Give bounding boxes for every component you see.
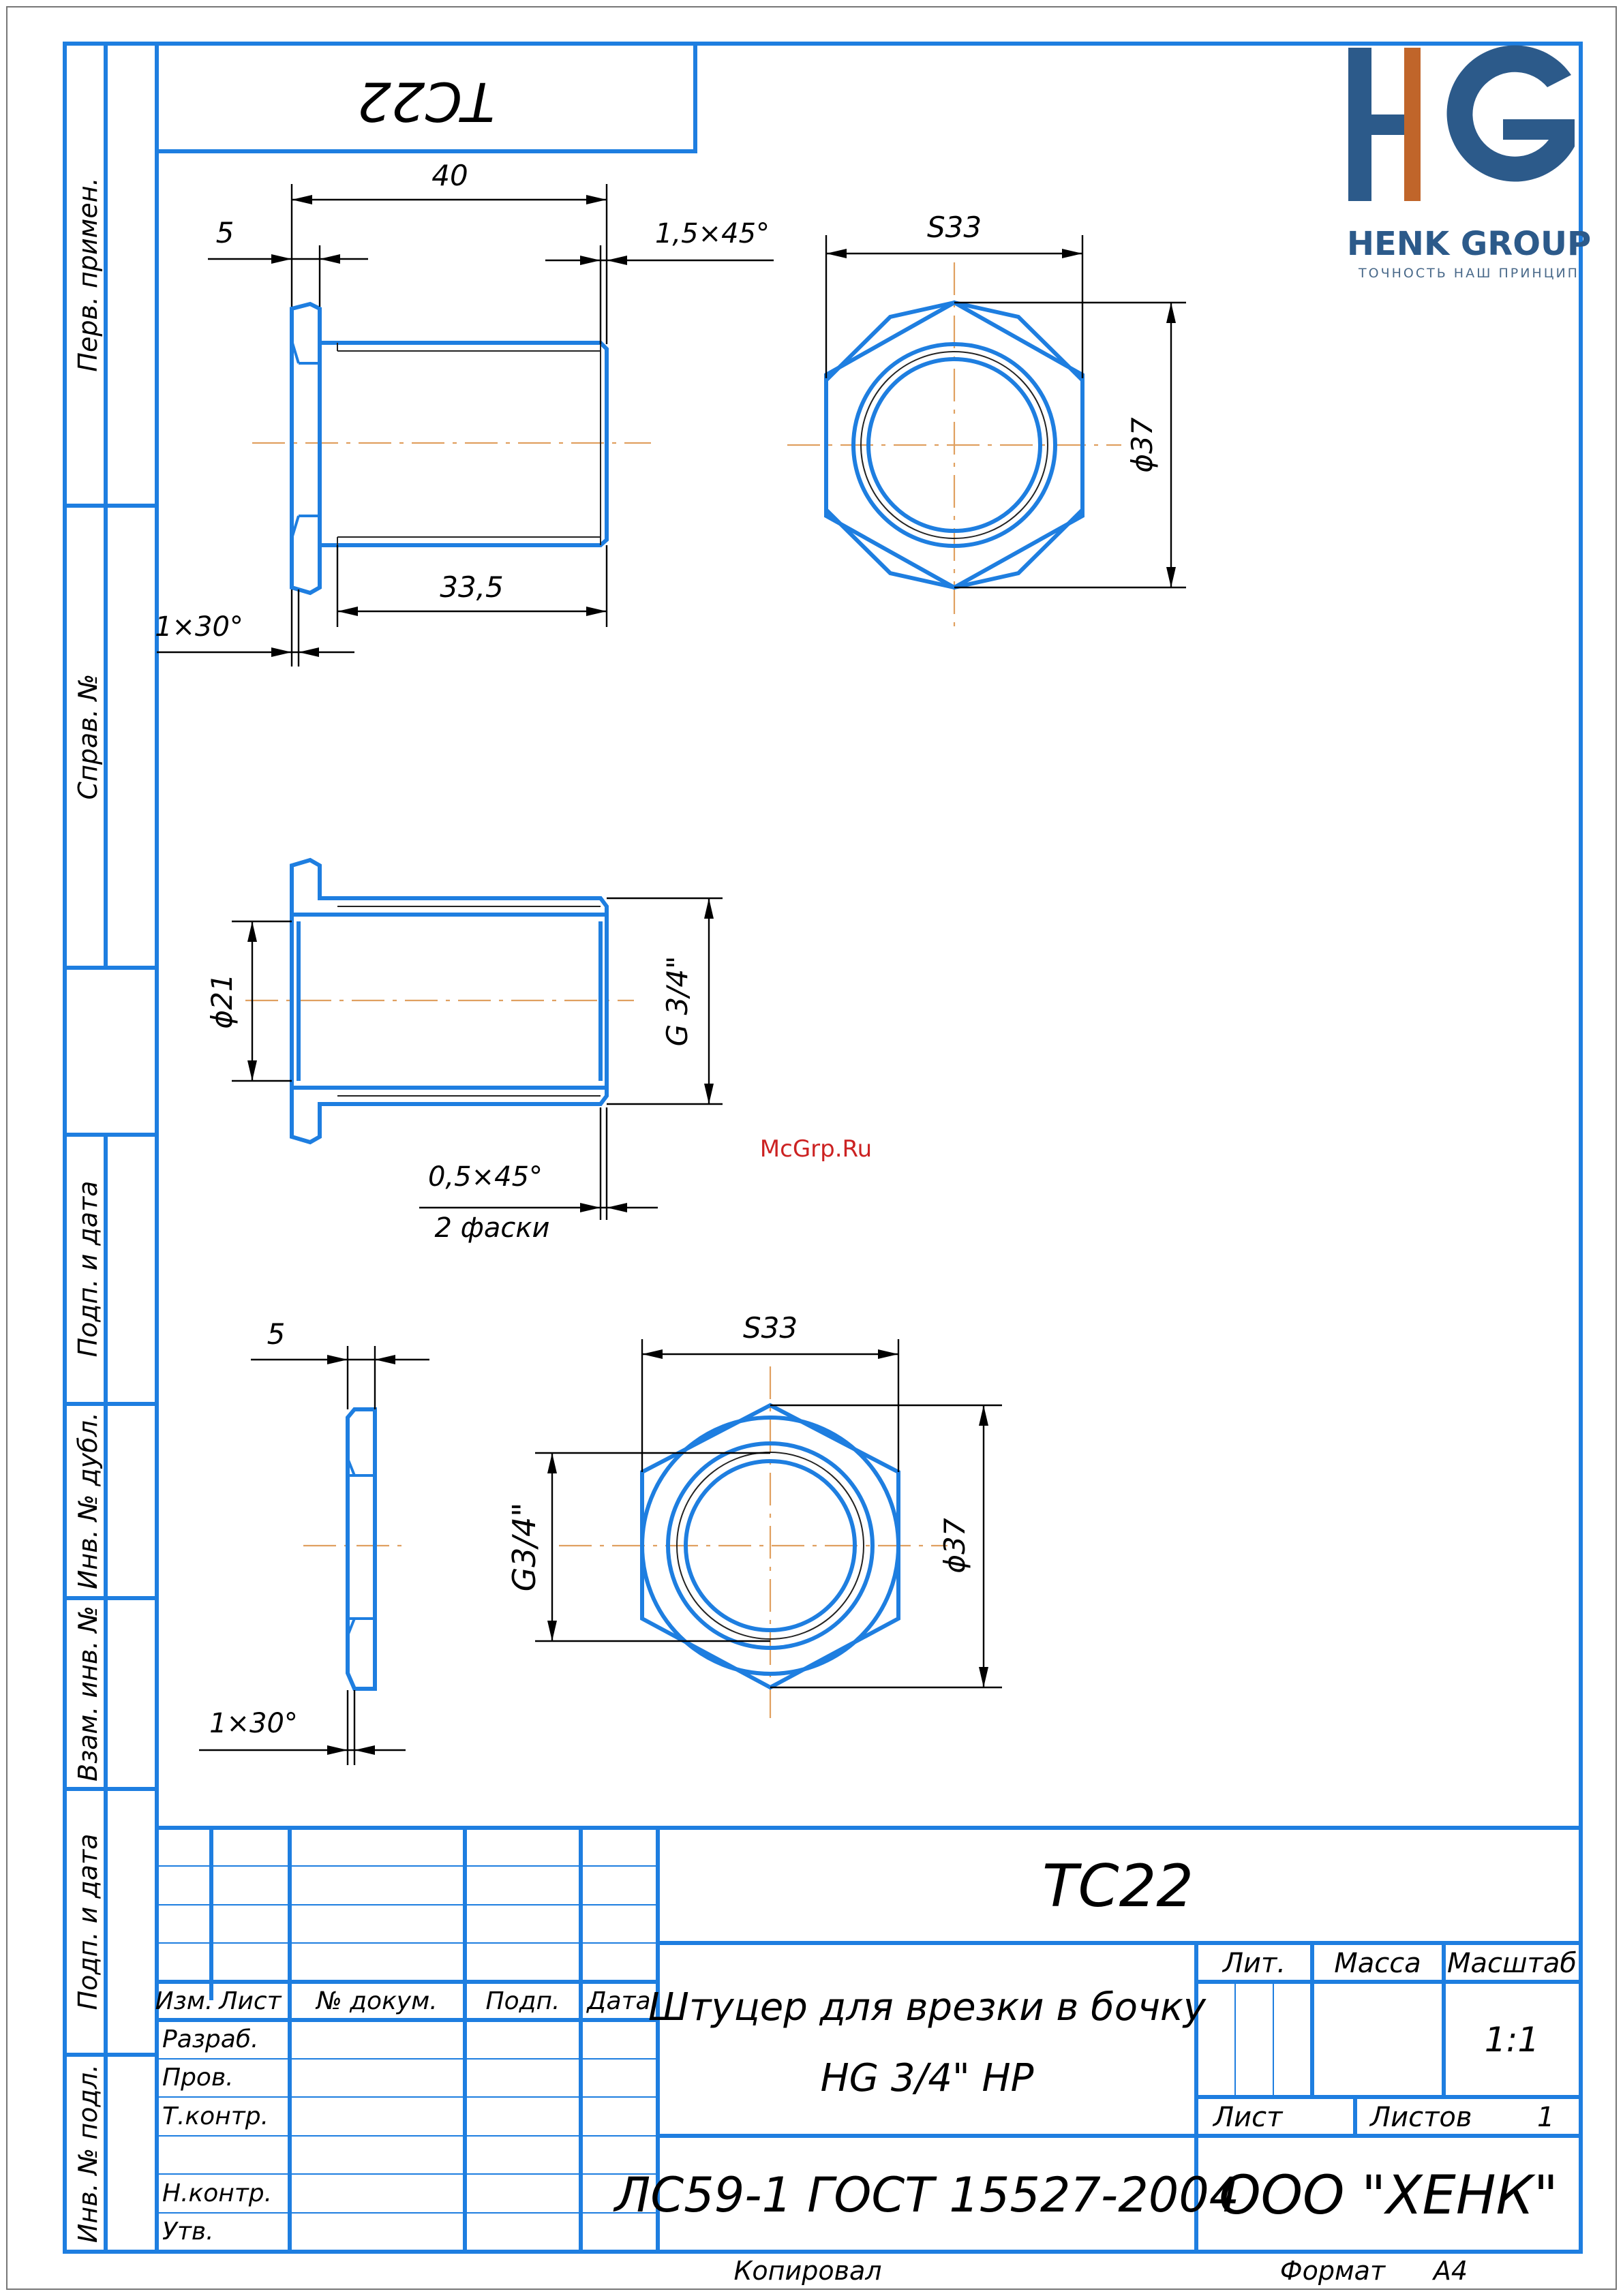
view-nut-side: 5 1×30°	[199, 1317, 429, 1765]
logo-slogan: ТОЧНОСТЬ НАШ ПРИНЦИП	[1358, 266, 1579, 281]
nut-side-outline	[346, 1407, 377, 1691]
dim-overall-length: 40	[431, 159, 468, 192]
drawing-code-top: ТС22	[357, 70, 494, 132]
henk-group-logo: HENK GROUP ТОЧНОСТЬ НАШ ПРИНЦИП	[1347, 45, 1591, 281]
role-razrab: Разраб.	[162, 2025, 258, 2053]
strip-podp-data-1: Подп. и дата	[73, 1181, 103, 1358]
title-name-line1: Штуцер для врезки в бочку	[648, 1985, 1207, 2030]
sheet-label: Лист	[1212, 2102, 1284, 2133]
scale-value: 1:1	[1485, 2020, 1539, 2060]
fitting-flange-outline	[290, 301, 322, 596]
dim-hex-size: S33	[927, 211, 982, 244]
sheets-value: 1	[1537, 2102, 1554, 2133]
dim-outer-diameter: ϕ37	[1125, 417, 1159, 472]
title-designation: ТС22	[1042, 1852, 1194, 1920]
header-izm: Изм.	[155, 1987, 213, 2015]
outer-trim-border	[6, 6, 1617, 2290]
dim-nut-chamfer: 1×30°	[209, 1708, 298, 1739]
role-nkontr: Н.контр.	[162, 2179, 272, 2207]
main-frame	[63, 42, 1583, 2254]
role-tkontr: Т.контр.	[162, 2102, 269, 2130]
section-lower-wall	[290, 1086, 609, 1145]
strip-podp-data-2: Подп. и дата	[73, 1834, 103, 2010]
title-block: ТС22 Изм. Лист № докум. Подп. Дата Разра…	[155, 1826, 1581, 2252]
watermark: McGrp.Ru	[760, 1135, 872, 1163]
sheets-label: Листов	[1369, 2102, 1472, 2133]
dim-nut-hex: S33	[743, 1311, 798, 1345]
header-doc-no: № докум.	[315, 1987, 437, 2015]
view-nut-front: S33 G3/4" ϕ37	[506, 1311, 1002, 1724]
code-box-top	[155, 42, 697, 153]
note-two-chamfers: 2 фаски	[434, 1212, 549, 1244]
title-name-line2: HG 3/4" НР	[821, 2056, 1034, 2100]
footer-copied: Копировал	[733, 2256, 881, 2286]
strip-inv-podl: Инв. № подл.	[73, 2064, 103, 2243]
scale-label: Масштаб	[1447, 1948, 1577, 1979]
header-data: Дата	[586, 1987, 650, 2015]
strip-perv-primen: Перв. примен.	[73, 177, 103, 371]
strip-inv-dubl: Инв. № дубл.	[73, 1412, 103, 1589]
dim-chamfer-left: 1×30°	[155, 611, 243, 643]
logo-company-name: HENK GROUP	[1347, 225, 1591, 263]
dim-thread: G 3/4"	[661, 956, 694, 1047]
view-end-fitting: S33 ϕ37	[787, 211, 1186, 627]
header-podp: Подп.	[486, 1987, 560, 2015]
lit-label: Лит.	[1222, 1948, 1286, 1979]
material: ЛС59-1 ГОСТ 15527-2004	[613, 2167, 1240, 2223]
organization: ООО "ХЕНК"	[1219, 2165, 1558, 2226]
dim-section-chamfer: 0,5×45°	[428, 1161, 543, 1193]
dim-shank-length: 33,5	[440, 570, 504, 604]
view-front-fitting: 40 5 1,5×45° 33,5 1×30°	[155, 159, 774, 667]
footer-format-value: А4	[1431, 2256, 1468, 2286]
dim-flange-width: 5	[216, 216, 234, 249]
strip-vzam-inv: Взам. инв. №	[73, 1606, 103, 1781]
section-upper-wall	[290, 857, 609, 917]
dim-nut-width: 5	[267, 1317, 286, 1351]
dim-nut-diameter: ϕ37	[938, 1518, 971, 1573]
dim-bore-diameter: ϕ21	[205, 973, 239, 1028]
header-list: Лист	[217, 1987, 282, 2015]
dim-nut-thread: G3/4"	[506, 1503, 543, 1592]
dim-chamfer-right: 1,5×45°	[655, 218, 770, 249]
view-section-fitting: ϕ21 G 3/4" 0,5×45° 2 фаски	[205, 857, 723, 1244]
mass-label: Масса	[1334, 1948, 1421, 1979]
strip-sprav-no: Справ. №	[73, 674, 103, 800]
footer-format-label: Формат	[1280, 2256, 1386, 2286]
role-prov: Пров.	[162, 2064, 234, 2092]
role-utv: Утв.	[162, 2218, 214, 2246]
fitting-shank-outline	[320, 341, 609, 547]
